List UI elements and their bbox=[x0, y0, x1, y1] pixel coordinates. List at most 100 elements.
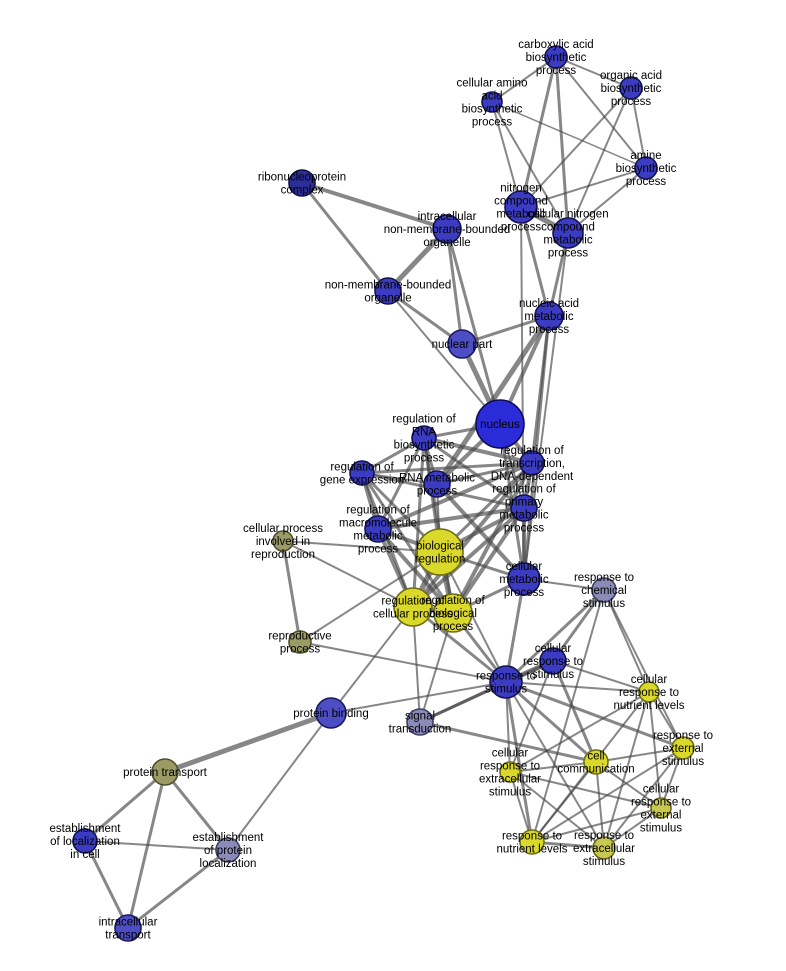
graph-edge[interactable] bbox=[595, 761, 605, 849]
graph-edge[interactable] bbox=[491, 56, 557, 103]
graph-edge[interactable] bbox=[435, 461, 534, 486]
graph-edge[interactable] bbox=[422, 436, 526, 510]
graph-node[interactable] bbox=[475, 399, 525, 449]
graph-edge[interactable] bbox=[522, 314, 551, 581]
graph-node[interactable] bbox=[114, 914, 142, 942]
graph-node[interactable] bbox=[489, 665, 523, 699]
graph-edge[interactable] bbox=[439, 551, 507, 683]
graph-edge[interactable] bbox=[445, 227, 464, 346]
graph-edge[interactable] bbox=[531, 807, 662, 843]
graph-edge[interactable] bbox=[555, 56, 647, 169]
graph-node[interactable] bbox=[315, 697, 347, 729]
graph-node[interactable] bbox=[671, 736, 695, 760]
graph-edge[interactable] bbox=[451, 506, 526, 615]
graph-edge[interactable] bbox=[520, 87, 632, 208]
graph-node[interactable] bbox=[481, 91, 503, 113]
graph-edge[interactable] bbox=[648, 691, 662, 809]
graph-node[interactable] bbox=[406, 708, 434, 736]
graph-edge[interactable] bbox=[227, 712, 332, 851]
graph-node[interactable] bbox=[539, 647, 567, 675]
graph-edge[interactable] bbox=[300, 181, 390, 293]
graph-edge[interactable] bbox=[376, 461, 534, 531]
graph-edge[interactable] bbox=[551, 588, 606, 663]
graph-edge[interactable] bbox=[523, 232, 569, 580]
graph-node[interactable] bbox=[552, 217, 584, 249]
graph-edge[interactable] bbox=[595, 761, 662, 809]
graph-edge[interactable] bbox=[509, 691, 650, 773]
graph-node[interactable] bbox=[288, 630, 312, 654]
graph-node[interactable] bbox=[507, 562, 541, 596]
graph-node[interactable] bbox=[544, 45, 568, 69]
graph-edge[interactable] bbox=[387, 290, 501, 425]
graph-edge[interactable] bbox=[552, 660, 650, 693]
graph-node[interactable] bbox=[510, 494, 538, 522]
graph-node[interactable] bbox=[499, 761, 521, 783]
graph-node[interactable] bbox=[151, 758, 179, 786]
graph-node[interactable] bbox=[411, 425, 437, 451]
graph-node[interactable] bbox=[583, 749, 609, 775]
graph-node[interactable] bbox=[638, 681, 660, 703]
graph-edge[interactable] bbox=[163, 770, 230, 852]
graph-edge[interactable] bbox=[460, 314, 551, 346]
graph-node[interactable] bbox=[72, 828, 98, 854]
graph-edge[interactable] bbox=[603, 691, 650, 849]
graph-node[interactable] bbox=[534, 301, 564, 331]
graph-edge[interactable] bbox=[411, 605, 508, 684]
graph-edge[interactable] bbox=[555, 56, 632, 89]
graph-edge[interactable] bbox=[603, 589, 684, 749]
graph-node[interactable] bbox=[432, 214, 462, 244]
graph-edge[interactable] bbox=[162, 710, 334, 775]
graph-edge[interactable] bbox=[519, 55, 558, 209]
graph-node[interactable] bbox=[504, 190, 538, 224]
graph-edge[interactable] bbox=[509, 761, 597, 773]
graph-edge[interactable] bbox=[126, 848, 230, 930]
graph-node[interactable] bbox=[374, 277, 402, 305]
graph-edge[interactable] bbox=[126, 770, 167, 930]
graph-edge[interactable] bbox=[360, 471, 455, 615]
graph-edge[interactable] bbox=[300, 181, 449, 231]
graph-node[interactable] bbox=[288, 169, 316, 197]
graph-edge[interactable] bbox=[504, 680, 598, 764]
graph-edge[interactable] bbox=[531, 761, 597, 843]
graph-node[interactable] bbox=[393, 587, 433, 627]
graph-node[interactable] bbox=[215, 837, 241, 863]
graph-node[interactable] bbox=[364, 515, 392, 543]
graph-edge[interactable] bbox=[376, 436, 426, 531]
graph-node[interactable] bbox=[349, 460, 375, 486]
graph-edge[interactable] bbox=[595, 747, 684, 763]
graph-edge[interactable] bbox=[491, 101, 647, 169]
graph-node[interactable] bbox=[634, 156, 658, 180]
graph-edge[interactable] bbox=[630, 87, 647, 169]
graph-edge[interactable] bbox=[282, 540, 414, 608]
graph-edge[interactable] bbox=[83, 770, 167, 843]
graph-edge[interactable] bbox=[505, 681, 605, 849]
graph-edge[interactable] bbox=[445, 227, 502, 426]
graph-node[interactable] bbox=[619, 76, 643, 100]
graph-edge[interactable] bbox=[422, 436, 534, 465]
graph-edge[interactable] bbox=[504, 680, 534, 844]
graph-edge[interactable] bbox=[84, 840, 229, 851]
graph-edge[interactable] bbox=[504, 577, 526, 684]
graph-edge[interactable] bbox=[282, 540, 441, 553]
graph-edge[interactable] bbox=[554, 55, 570, 235]
graph-edge[interactable] bbox=[520, 167, 647, 208]
graph-edge[interactable] bbox=[299, 641, 507, 683]
graph-node[interactable] bbox=[433, 593, 473, 633]
graph-node[interactable] bbox=[416, 528, 464, 576]
graph-edge[interactable] bbox=[551, 659, 598, 764]
graph-node[interactable] bbox=[592, 836, 616, 860]
graph-edge[interactable] bbox=[376, 506, 526, 531]
graph-node[interactable] bbox=[519, 450, 545, 476]
graph-edge[interactable] bbox=[299, 551, 441, 643]
graph-edge[interactable] bbox=[434, 313, 552, 487]
graph-edge[interactable] bbox=[418, 720, 598, 764]
graph-edge[interactable] bbox=[360, 461, 534, 475]
graph-edge[interactable] bbox=[509, 771, 662, 809]
graph-edge[interactable] bbox=[603, 747, 684, 849]
graph-edge[interactable] bbox=[330, 681, 507, 714]
graph-node[interactable] bbox=[423, 470, 451, 498]
graph-edge[interactable] bbox=[519, 205, 551, 318]
graph-node[interactable] bbox=[650, 797, 672, 819]
graph-node[interactable] bbox=[447, 329, 477, 359]
